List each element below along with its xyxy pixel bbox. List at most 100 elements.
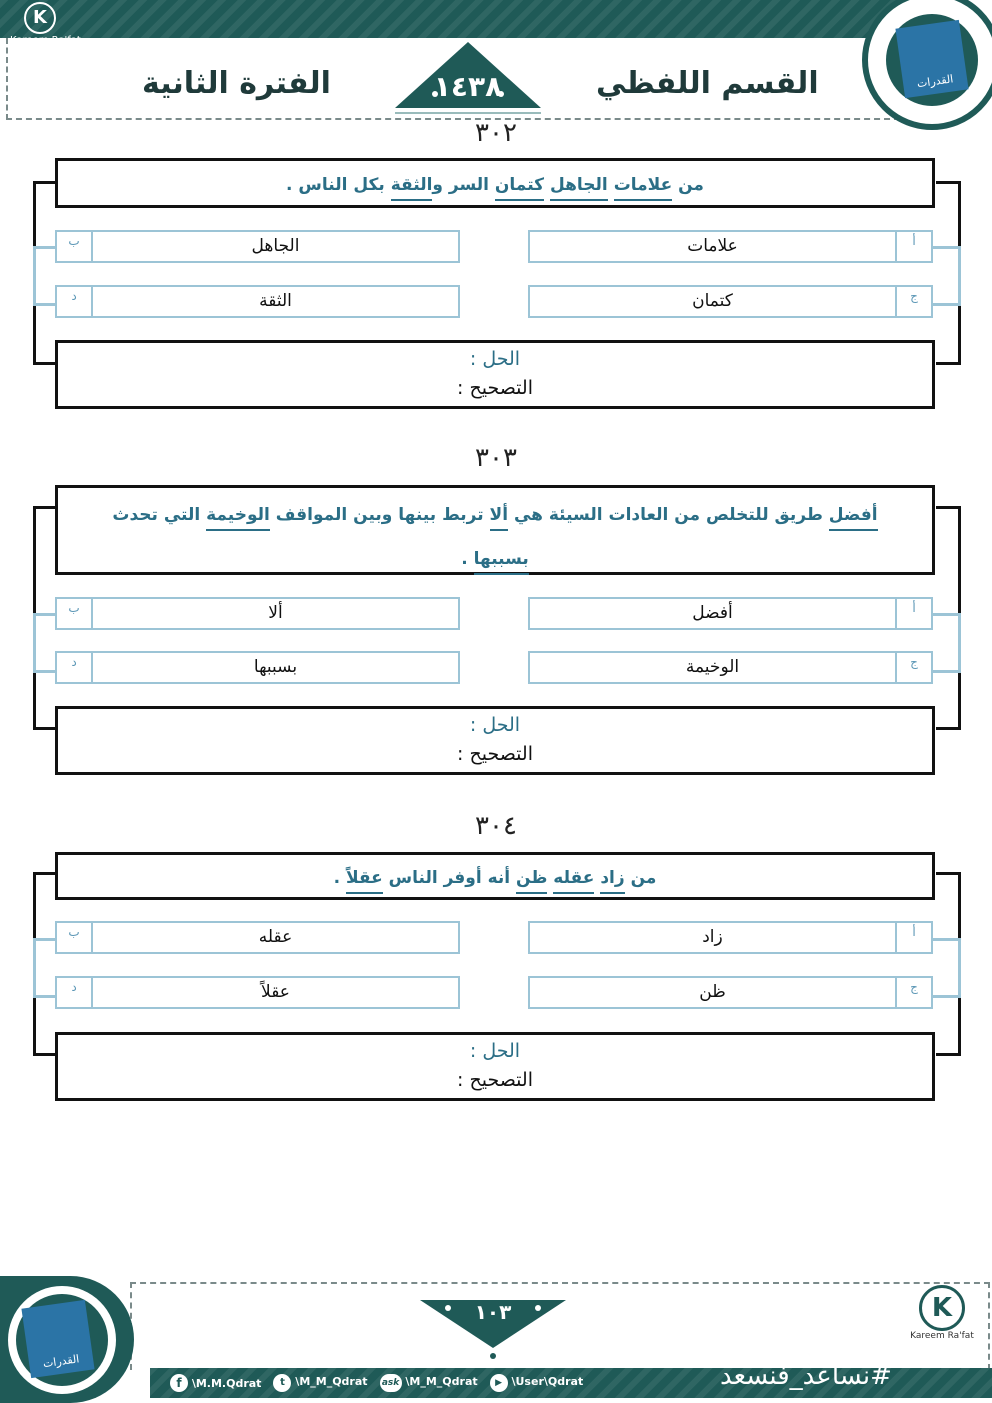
option-letter: ب <box>57 599 93 628</box>
question-number: ٣٠٢ <box>475 118 517 148</box>
option-c[interactable]: كتمان ج <box>528 285 933 318</box>
answer-box[interactable]: الحل : التصحيح : <box>55 1032 935 1101</box>
options-bracket-left <box>33 613 58 673</box>
header-band <box>0 0 900 38</box>
sentence-text: أنه أوفر الناس <box>382 868 517 888</box>
option-letter: ب <box>57 923 93 952</box>
year-underline <box>395 112 541 114</box>
kareem-logo: K Kareem Ra'fat <box>6 0 86 48</box>
underlined-word: عقله <box>553 868 595 894</box>
correction-label: التصحيح : <box>457 377 533 399</box>
underlined-word: الوخيمة <box>206 505 270 531</box>
answer-box[interactable]: الحل : التصحيح : <box>55 706 935 775</box>
option-letter: د <box>57 653 93 682</box>
option-text: الثقة <box>259 291 292 311</box>
social-link-twitter[interactable]: t \M_M_Qdrat <box>273 1374 368 1392</box>
kareem-logo-text: Kareem Ra'fat <box>10 35 81 46</box>
option-d[interactable]: د الثقة <box>55 285 460 318</box>
twitter-icon: t <box>273 1374 292 1392</box>
question-box: من زاد عقله ظن أنه أوفر الناس عقلاً . <box>55 852 935 900</box>
underlined-word: كتمان <box>494 175 545 201</box>
option-c[interactable]: ظن ج <box>528 976 933 1009</box>
option-text: الجاهل <box>251 236 300 256</box>
page-number: ١٠٣ <box>474 1300 512 1324</box>
footer-band <box>150 1368 992 1398</box>
option-letter: ج <box>895 287 931 316</box>
underlined-word: أفضل <box>828 505 878 531</box>
sentence-text <box>608 175 614 195</box>
option-d[interactable]: د بسببها <box>55 651 460 684</box>
sentence-text: من <box>624 868 657 888</box>
option-letter: أ <box>895 232 931 261</box>
option-letter: ب <box>57 232 93 261</box>
footer-brand-logo: القدرات <box>0 1276 134 1403</box>
option-letter: د <box>57 287 93 316</box>
footer-kareem-logo: K Kareem Ra'fat <box>902 1285 982 1341</box>
question-box: أفضل طريق للتخلص من العادات السيئة هي أل… <box>55 485 935 575</box>
book-logo-icon: القدرات <box>21 1299 95 1379</box>
question-number: ٣٠٤ <box>475 811 517 841</box>
sentence-text: السر و <box>432 175 495 195</box>
options-bracket-left <box>33 938 58 998</box>
social-link-ask[interactable]: ask \M_M_Qdrat <box>379 1374 478 1392</box>
solution-label: الحل : <box>469 1040 521 1062</box>
option-text: الوخيمة <box>685 657 740 677</box>
sentence-text: من <box>672 175 704 195</box>
underlined-word: بسببها <box>473 549 529 575</box>
underlined-word: الجاهل <box>549 175 608 201</box>
underlined-word: زاد <box>600 868 625 894</box>
footer-logo-text: Kareem Ra'fat <box>910 1331 974 1341</box>
option-text: ظن <box>699 982 726 1002</box>
underlined-word: الثقة <box>390 175 433 201</box>
ask-icon: ask <box>379 1374 402 1392</box>
sentence-text: . <box>461 549 474 569</box>
footer-brand-text: القدرات <box>42 1352 81 1371</box>
sentence-text: طريق للتخلص من العادات السيئة هي <box>508 505 829 525</box>
options-bracket-right <box>932 938 961 998</box>
question-sentence: من زاد عقله ظن أنه أوفر الناس عقلاً . <box>333 868 657 894</box>
period-title: الفترة الثانية <box>142 66 331 101</box>
sentence-text: . <box>333 868 346 888</box>
social-link-facebook[interactable]: f \M.M.Qdrat <box>170 1374 261 1392</box>
option-a[interactable]: أفضل أ <box>528 597 933 630</box>
option-text: زاد <box>702 927 723 947</box>
page-number-badge <box>420 1300 566 1359</box>
sentence-text: تربط بينها وبين المواقف <box>269 505 490 525</box>
social-links: f \M.M.Qdrat t \M_M_Qdrat ask \M_M_Qdrat… <box>170 1374 583 1392</box>
underlined-word: ظن <box>516 868 548 894</box>
section-title: القسم اللفظي <box>596 66 819 101</box>
option-text: كتمان <box>692 291 733 311</box>
question-sentence: من علامات الجاهل كتمان السر والثقة بكل ا… <box>286 175 704 201</box>
solution-label: الحل : <box>469 714 521 736</box>
option-letter: أ <box>895 923 931 952</box>
year-badge <box>395 42 541 108</box>
sentence-text: بكل الناس . <box>286 175 391 195</box>
brand-logo: القدرات <box>862 0 992 130</box>
option-letter: ج <box>895 653 931 682</box>
option-b[interactable]: ب الجاهل <box>55 230 460 263</box>
social-link-youtube[interactable]: ▶ \User\Qdrat <box>489 1374 583 1392</box>
option-a[interactable]: علامات أ <box>528 230 933 263</box>
question-number: ٣٠٣ <box>475 443 517 473</box>
options-bracket-right <box>932 613 961 673</box>
option-letter: ج <box>895 978 931 1007</box>
option-d[interactable]: د عقلاً <box>55 976 460 1009</box>
underlined-word: ألا <box>489 505 509 531</box>
year-label: ١٤٣٨ <box>433 70 503 103</box>
option-b[interactable]: ب ألا <box>55 597 460 630</box>
option-letter: أ <box>895 599 931 628</box>
question-box: من علامات الجاهل كتمان السر والثقة بكل ا… <box>55 158 935 208</box>
youtube-icon: ▶ <box>489 1374 508 1392</box>
underlined-word: علامات <box>613 175 673 201</box>
option-text: بسببها <box>253 657 298 677</box>
options-bracket-left <box>33 246 58 306</box>
underlined-word: عقلاً <box>345 868 383 894</box>
facebook-icon: f <box>170 1374 188 1392</box>
answer-box[interactable]: الحل : التصحيح : <box>55 340 935 409</box>
option-b[interactable]: ب عقله <box>55 921 460 954</box>
option-a[interactable]: زاد أ <box>528 921 933 954</box>
option-c[interactable]: الوخيمة ج <box>528 651 933 684</box>
option-text: أفضل <box>692 603 733 623</box>
option-text: عقلاً <box>261 982 290 1002</box>
correction-label: التصحيح : <box>457 1069 533 1091</box>
